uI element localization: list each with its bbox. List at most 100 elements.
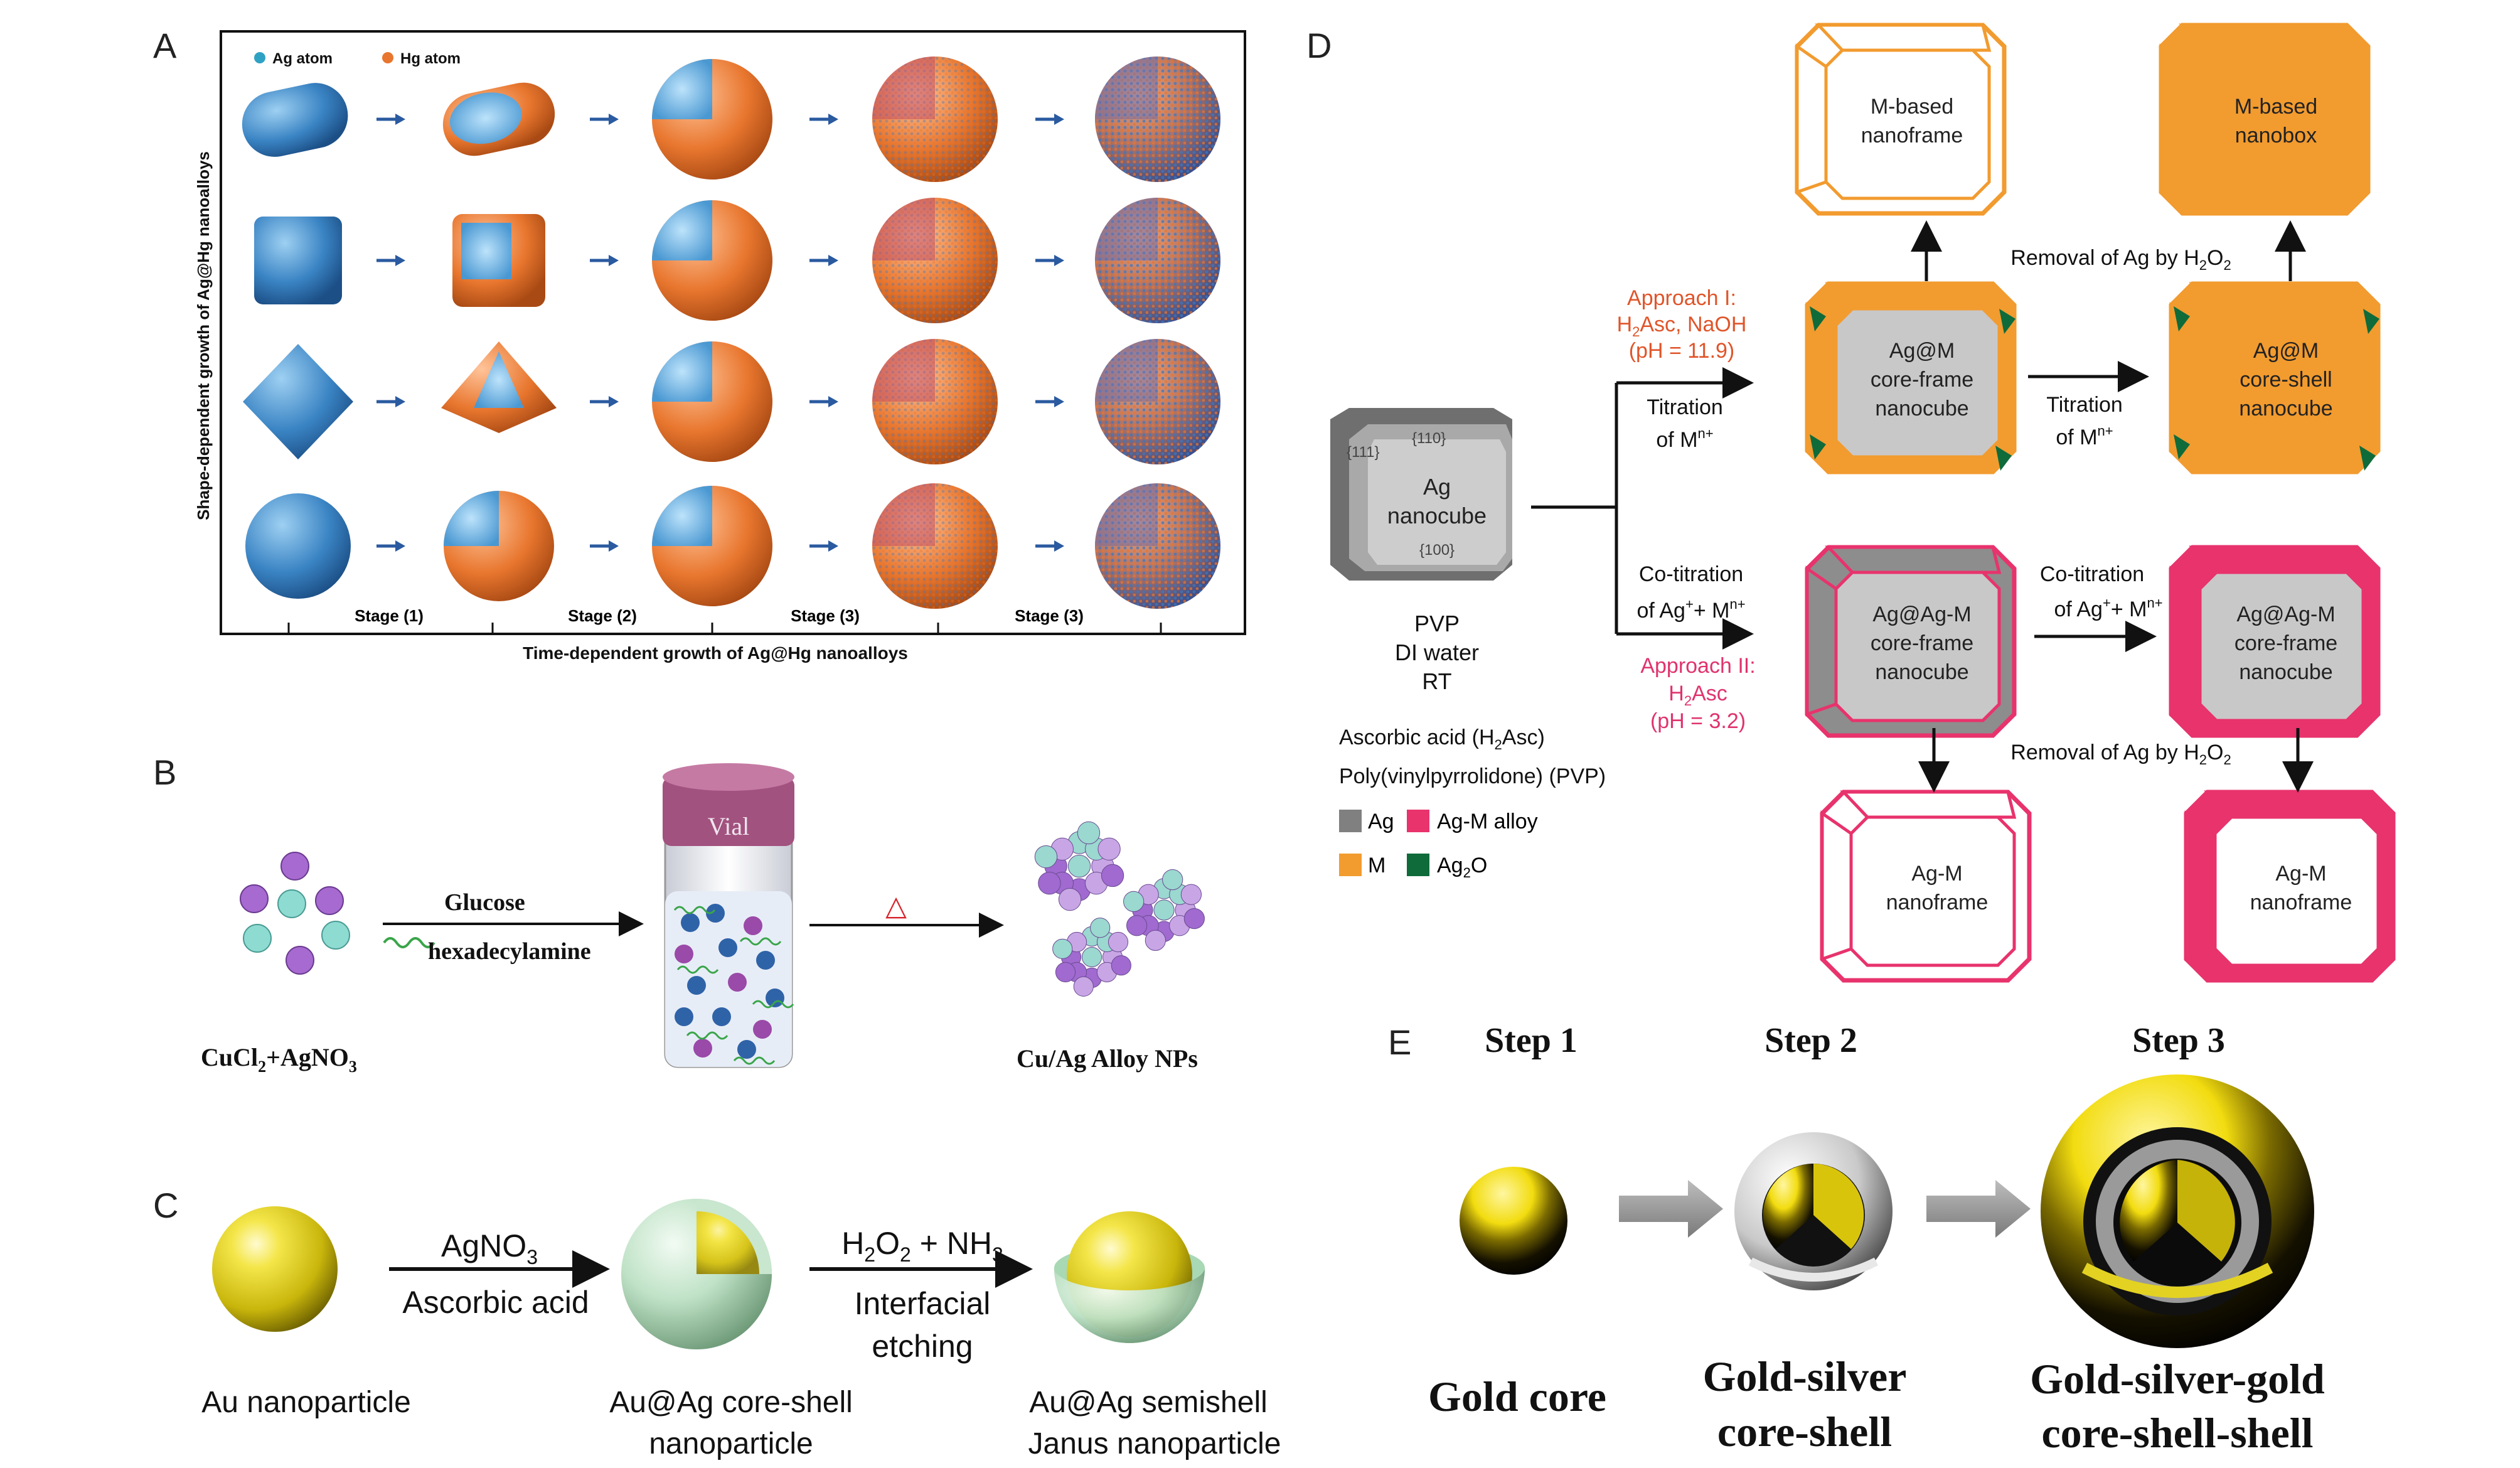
legend-label: Ag-M alloy	[1437, 810, 1538, 833]
vial-atom	[687, 976, 706, 995]
janus-label: Au@Ag semishell	[1029, 1386, 1268, 1419]
ag-m-nanoframe-2-label: nanoframe	[2250, 891, 2352, 914]
nanoalloy-particle	[1095, 483, 1220, 609]
precursor-atom	[240, 884, 269, 913]
nanoalloy-particle	[1095, 56, 1220, 182]
gold-silver-label: core-shell	[1717, 1408, 1892, 1455]
cotitration-label: of Ag++ Mn+	[1636, 596, 1745, 623]
m-based-nanobox: M-based nanobox	[2159, 23, 2371, 216]
ag-m-core-frame-nanocube-label: nanocube	[1875, 397, 1968, 421]
legend-swatch-m	[1339, 854, 1362, 876]
growth-arrow-icon	[1035, 255, 1064, 266]
step-label: Step 3	[2132, 1021, 2225, 1060]
vial-atom	[706, 904, 725, 923]
growth-arrow-icon	[376, 114, 405, 125]
growth-arrow-icon	[376, 540, 405, 552]
alloy-cluster	[1034, 821, 1124, 911]
titration-label: Titration	[1647, 395, 1723, 419]
panel-e: E Step 1 Step 2 Step 3 Gold core Gold-s	[1388, 1021, 2325, 1457]
alloy-clusters	[1034, 821, 1205, 997]
nanoalloy-particle	[452, 214, 545, 307]
m-based-nanoframe-label: M-based	[1871, 95, 1953, 119]
gold-silver-label: Gold-silver	[1703, 1353, 1907, 1400]
m-based-nanobox-label: nanobox	[2235, 124, 2317, 147]
precursor-atom	[321, 921, 350, 950]
stage-label: Stage (3)	[1015, 606, 1084, 625]
vial-icon: Vial	[663, 763, 794, 1068]
growth-arrow-icon	[590, 114, 619, 125]
nanoalloy-particle	[872, 483, 998, 609]
ag-m-core-frame-nanocube-label: core-frame	[1871, 368, 1973, 392]
growth-arrow-icon	[809, 255, 838, 266]
reagent-glucose: Glucose	[444, 889, 525, 916]
vial-atom	[766, 988, 784, 1007]
precursor-atom	[280, 852, 309, 881]
approach-1-label: H2Asc, NaOH	[1617, 313, 1747, 340]
core-shell-label: Au@Ag core-shell	[609, 1386, 853, 1419]
ag-m-core-shell-nanocube-label: Ag@M	[2253, 339, 2319, 363]
ag-ag-m-core-frame-nanocube-2-label: core-frame	[2234, 631, 2337, 655]
approach-1-label: (pH = 11.9)	[1629, 339, 1735, 363]
approach-2-label: Approach II:	[1640, 654, 1755, 678]
panel-e-letter: E	[1388, 1022, 1411, 1062]
ag-ag-m-core-frame-nanocube-label: nanocube	[1875, 660, 1968, 684]
surfactant-chain	[739, 937, 782, 946]
cotitration-label: Co-titration	[2040, 562, 2144, 586]
nanoalloy-particle	[1095, 198, 1220, 323]
titration-label: Titration	[2046, 393, 2123, 417]
heat-symbol: △	[885, 891, 907, 921]
vial-label: Vial	[708, 812, 749, 840]
nanoalloy-particle	[444, 491, 554, 601]
ag-ag-m-core-frame-nanocube-2-label: Ag@Ag-M	[2236, 603, 2335, 626]
reagent-hexadecylamine: hexadecylamine	[428, 938, 591, 965]
step-label: Step 2	[1765, 1021, 1857, 1060]
nanoalloy-particle	[872, 56, 998, 182]
precursor-atom	[315, 886, 344, 915]
vial-atom	[753, 1020, 772, 1039]
cube-diagrams: M-basednanoframeM-basednanoboxAg@Mcore-f…	[1795, 23, 2396, 983]
vial-atom	[756, 951, 775, 970]
ag-atom-legend-label: Ag atom	[272, 50, 333, 67]
condition-pvp: PVP	[1414, 611, 1460, 636]
step-arrow	[1619, 1180, 1723, 1238]
stage-axis: Stage (1) Stage (2) Stage (3) Stage (3)	[221, 606, 1245, 635]
approach-1-label: Approach I:	[1627, 286, 1736, 310]
panel-a-letter: A	[153, 26, 177, 65]
ag-nanocube-label: Ag	[1423, 474, 1451, 500]
step-arrow	[1926, 1180, 2031, 1238]
etchant-label: H2O2 + NH3	[841, 1226, 1003, 1266]
etching-label: Interfacial	[855, 1286, 991, 1321]
nanoalloy-particle	[652, 341, 772, 462]
vial-contents	[673, 904, 794, 1065]
panel-c: C Au nanoparticle AgNO3 Ascorbic acid Au…	[153, 1186, 1281, 1460]
legend-swatch-ag	[1339, 810, 1362, 832]
growth-arrow-icon	[809, 396, 838, 407]
condition-temperature: RT	[1422, 668, 1451, 694]
ag-nanocube: {111} {110} {100} Ag nanocube	[1330, 408, 1512, 581]
ag-m-core-shell-nanocube-label: nanocube	[2239, 397, 2332, 421]
vial-atom	[712, 1007, 731, 1026]
alloy-cluster	[1123, 869, 1205, 951]
au-nanoparticle-label: Au nanoparticle	[201, 1386, 411, 1419]
surfactant-chain	[752, 1000, 794, 1009]
growth-arrow-icon	[1035, 114, 1064, 125]
cotitration-label: Co-titration	[1639, 562, 1743, 586]
growth-arrow-icon	[809, 540, 838, 552]
nanoalloy-particle	[652, 200, 772, 321]
legend-swatch-ag-m-alloy	[1407, 810, 1429, 832]
hg-atom-legend-label: Hg atom	[400, 50, 461, 67]
stage-label: Stage (1)	[355, 606, 424, 625]
legend-label: M	[1368, 854, 1385, 877]
gold-silver-gold-label: core-shell-shell	[2041, 1409, 2313, 1457]
vial-atom	[744, 916, 762, 935]
growth-arrow-icon	[376, 396, 405, 407]
m-based-nanobox-label: M-based	[2234, 95, 2317, 119]
precursor-atom	[286, 946, 314, 975]
alloy-cluster	[1052, 918, 1131, 997]
